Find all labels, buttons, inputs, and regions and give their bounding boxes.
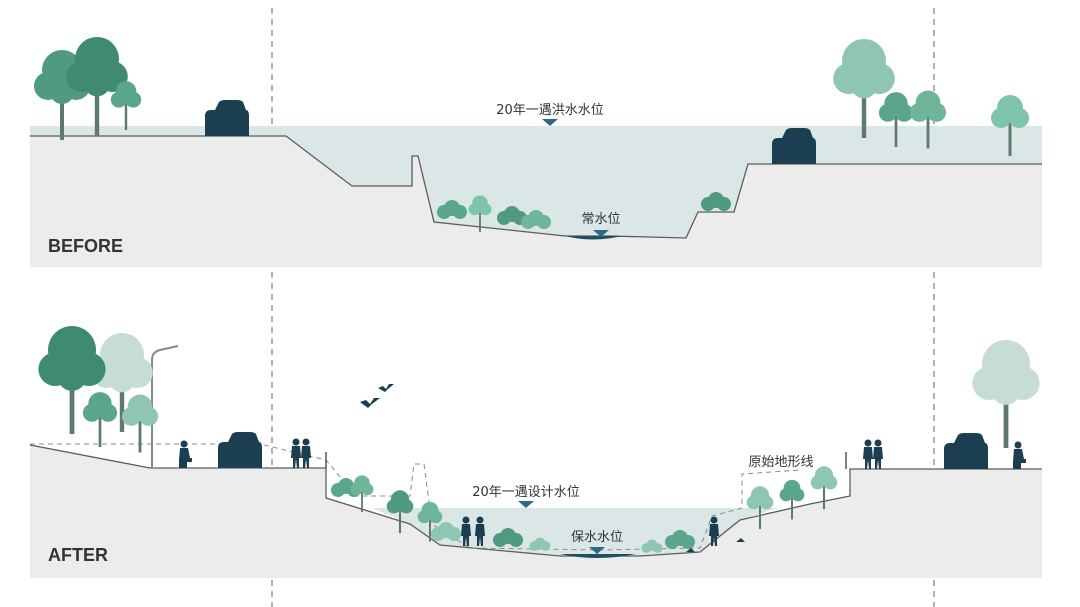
before-section: 20年一遇洪水水位 常水位 BEFORE	[30, 37, 1042, 267]
bird-icon	[378, 384, 394, 392]
person-icon	[1013, 441, 1026, 469]
after-section: 20年一遇设计水位 保水水位 原始地形线 AFTER	[29, 326, 1042, 578]
person-icon	[179, 440, 192, 468]
design-level-label: 20年一遇设计水位	[472, 485, 580, 500]
flood-level-label: 20年一遇洪水水位	[496, 103, 604, 118]
person-icon	[863, 439, 873, 469]
before-ground	[30, 136, 1042, 267]
person-icon	[301, 438, 311, 468]
car-icon	[944, 433, 988, 469]
car-icon	[205, 100, 249, 136]
bird-icon	[360, 398, 380, 408]
normal-level-marker-icon	[593, 230, 609, 237]
design-level-marker-icon	[518, 501, 534, 508]
before-river	[565, 236, 622, 240]
before-channel-water	[286, 126, 748, 238]
before-section-title: BEFORE	[48, 236, 123, 256]
maintained-level-marker-icon	[589, 547, 605, 554]
after-terrain-edge	[29, 444, 1042, 557]
before-terrain-edge	[30, 135, 1042, 239]
after-river	[560, 554, 636, 558]
lamp-post-icon	[151, 345, 179, 468]
flood-level-marker-icon	[542, 119, 558, 126]
car-icon	[218, 432, 262, 468]
after-ground	[30, 445, 1042, 578]
person-icon	[873, 439, 883, 469]
normal-level-label: 常水位	[581, 212, 620, 227]
tree-icon	[82, 392, 118, 447]
bird-icon	[686, 548, 695, 552]
person-icon	[291, 438, 301, 468]
original-terrain-label: 原始地形线	[748, 455, 813, 470]
maintained-level-label: 保水水位	[571, 530, 623, 545]
after-section-title: AFTER	[48, 545, 108, 565]
bird-icon	[736, 538, 745, 542]
tree-icon	[972, 340, 1040, 448]
tree-icon	[833, 39, 895, 138]
